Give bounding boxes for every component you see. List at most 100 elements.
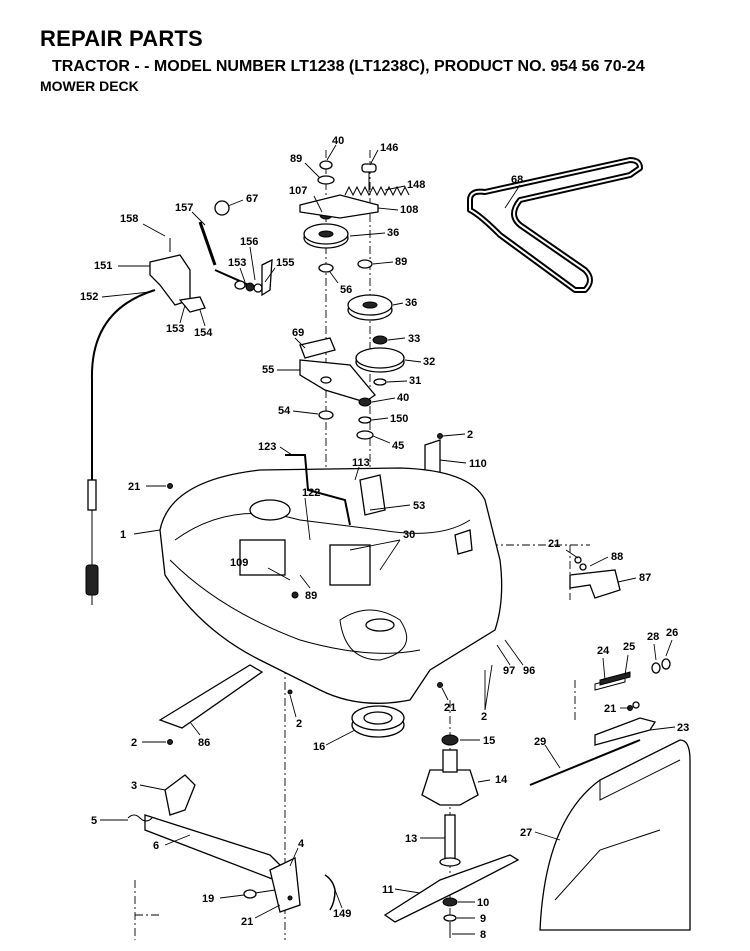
callout-53: 53: [413, 500, 425, 512]
bracket-69: [299, 337, 336, 359]
callout-107: 107: [289, 185, 307, 197]
callout-157: 157: [175, 202, 193, 214]
bracket-3: [164, 774, 196, 816]
drive-belt: [467, 157, 643, 293]
top-idler-stack: [299, 160, 379, 273]
callout-labels: 40 146 89 148 68 107 108 67 157 158 36 1…: [80, 135, 689, 941]
callout-45: 45: [392, 440, 404, 452]
callout-21: 21: [128, 481, 140, 493]
callout-155: 155: [276, 257, 294, 269]
callout-36-b: 36: [405, 297, 417, 309]
bracket-87: [569, 556, 621, 599]
callout-30: 30: [403, 529, 415, 541]
callout-109: 109: [230, 557, 248, 569]
callout-21-c: 21: [444, 702, 456, 714]
callout-156: 156: [240, 236, 258, 248]
belt-guide-rod: [285, 454, 351, 526]
callout-97: 97: [503, 665, 515, 677]
callout-96: 96: [523, 665, 535, 677]
callout-89-b: 89: [395, 256, 407, 268]
callout-154: 154: [194, 327, 213, 339]
callout-153-b: 153: [166, 323, 184, 335]
callout-40-b: 40: [397, 392, 409, 404]
callout-25: 25: [623, 641, 635, 653]
callout-19: 19: [202, 893, 214, 905]
bracket-4: [243, 857, 336, 913]
callout-152: 152: [80, 291, 98, 303]
callout-150: 150: [390, 413, 408, 425]
idler-spring: [344, 185, 410, 197]
link-arm-6: [127, 814, 286, 881]
callout-15: 15: [483, 735, 495, 747]
callout-28: 28: [647, 631, 659, 643]
callout-86: 86: [198, 737, 210, 749]
callout-149: 149: [333, 908, 351, 920]
callout-54: 54: [278, 405, 291, 417]
height-lever-assembly: [149, 200, 273, 313]
control-cable: [85, 289, 156, 605]
callout-29: 29: [534, 736, 546, 748]
callout-8: 8: [480, 929, 486, 941]
callout-87: 87: [639, 572, 651, 584]
callout-2-c: 2: [296, 718, 302, 730]
callout-146: 146: [380, 142, 398, 154]
callout-108: 108: [400, 204, 418, 216]
callout-2-b: 2: [481, 711, 487, 723]
callout-16: 16: [313, 741, 325, 753]
bolt-146: [361, 163, 377, 192]
callout-148: 148: [407, 179, 425, 191]
discharge-deflector: [539, 739, 691, 931]
callout-1: 1: [120, 529, 126, 541]
callout-24: 24: [597, 645, 610, 657]
callout-6: 6: [153, 840, 159, 852]
front-hanger-bracket: [158, 664, 264, 729]
section-title: MOWER DECK: [40, 78, 139, 94]
callout-27: 27: [520, 827, 532, 839]
deflector-hardware: [594, 658, 671, 746]
callout-32: 32: [423, 356, 435, 368]
mower-deck-housing: [159, 467, 503, 704]
callout-9: 9: [480, 913, 486, 925]
callout-110: 110: [469, 458, 487, 470]
callout-89: 89: [290, 153, 302, 165]
callout-23: 23: [677, 722, 689, 734]
callout-21-d: 21: [604, 703, 616, 715]
callout-2: 2: [467, 429, 473, 441]
page-title: REPAIR PARTS: [40, 26, 203, 51]
callout-4: 4: [298, 838, 305, 850]
callout-40: 40: [332, 135, 344, 147]
small-hardware: [167, 433, 633, 901]
callout-5: 5: [91, 815, 97, 827]
callout-89-c: 89: [305, 590, 317, 602]
idler-bracket: [299, 359, 376, 440]
callout-68: 68: [511, 174, 523, 186]
callout-2-d: 2: [131, 737, 137, 749]
callout-26: 26: [666, 627, 678, 639]
blade-spindle-assembly: [351, 705, 520, 938]
callout-55: 55: [262, 364, 274, 376]
callout-67: 67: [246, 193, 258, 205]
callout-21-e: 21: [241, 916, 253, 928]
callout-11: 11: [382, 884, 394, 896]
callout-122: 122: [302, 487, 320, 499]
callout-21-b: 21: [548, 538, 560, 550]
callout-14: 14: [495, 774, 508, 786]
callout-88: 88: [611, 551, 623, 563]
spindle-pulley-stack: [347, 294, 405, 386]
callout-69: 69: [292, 327, 304, 339]
model-subtitle: TRACTOR - - MODEL NUMBER LT1238 (LT1238C…: [52, 58, 645, 75]
callout-56: 56: [340, 284, 352, 296]
callout-33: 33: [408, 333, 420, 345]
callout-158: 158: [120, 213, 138, 225]
callout-10: 10: [477, 897, 489, 909]
deflector-rod: [529, 739, 641, 786]
callout-113: 113: [352, 457, 370, 469]
callout-31: 31: [409, 375, 421, 387]
callout-3: 3: [131, 780, 137, 792]
callout-13: 13: [405, 833, 417, 845]
callout-151: 151: [94, 260, 112, 272]
callout-123: 123: [258, 441, 276, 453]
callout-153: 153: [228, 257, 246, 269]
leader-lines: [100, 144, 676, 935]
